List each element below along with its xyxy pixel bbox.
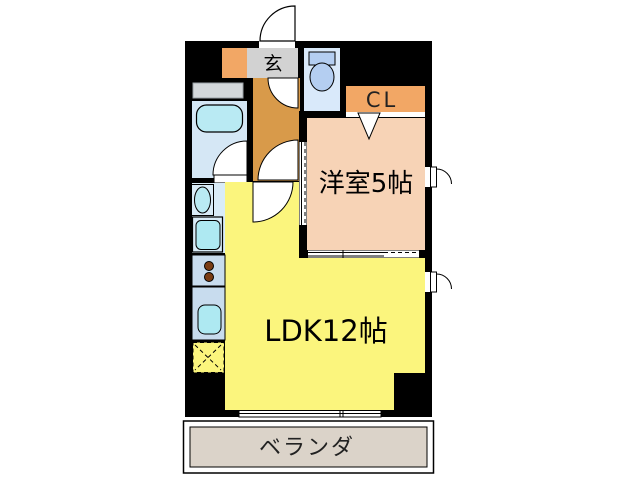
west-room-window-swing <box>436 168 452 185</box>
closet-door-triangle <box>357 112 381 141</box>
wall-corner-block <box>394 373 425 410</box>
bathroom-door-swing <box>212 140 248 176</box>
west-room-window-leaf <box>430 166 437 188</box>
veranda-window-mullion <box>339 410 344 417</box>
ldk-side-door-swing <box>436 273 452 290</box>
shoe-cabinet <box>222 48 247 78</box>
ldk-door-swing <box>252 181 294 223</box>
west-sliding-door <box>299 142 307 225</box>
ldk-label: LDK12帖 <box>264 314 387 348</box>
west-room-window-opening <box>425 167 432 187</box>
veranda-label: ベランダ <box>259 436 355 461</box>
closet-door-strip <box>346 112 425 117</box>
closet-label: CL <box>366 88 398 112</box>
kitchen-sink <box>197 304 222 335</box>
bathtub <box>195 104 244 133</box>
stove-burner-1 <box>204 261 214 271</box>
genkan-floor <box>247 48 298 78</box>
washer-pan-inner <box>195 220 221 250</box>
bathroom-door-opening <box>213 174 248 184</box>
ldk-side-door-leaf <box>430 271 437 293</box>
toilet-bowl <box>309 62 335 92</box>
stove-burner-2 <box>204 272 214 282</box>
fridge-space-cross <box>194 344 222 371</box>
veranda-floor <box>189 426 428 468</box>
ldk-side-door-opening <box>425 272 432 292</box>
genkan-label: 玄 <box>263 53 282 75</box>
closet-box <box>346 86 425 112</box>
hall-door-swing <box>257 139 299 181</box>
south-sliding-door <box>308 250 419 258</box>
genkan-door-swing <box>267 77 299 109</box>
washbasin-bowl <box>194 186 211 214</box>
entrance-door-swing <box>259 5 296 42</box>
entrance-opening <box>259 41 295 48</box>
western-room <box>307 118 425 250</box>
utility-box <box>192 82 244 99</box>
western-room-label: 洋室5帖 <box>319 169 414 199</box>
